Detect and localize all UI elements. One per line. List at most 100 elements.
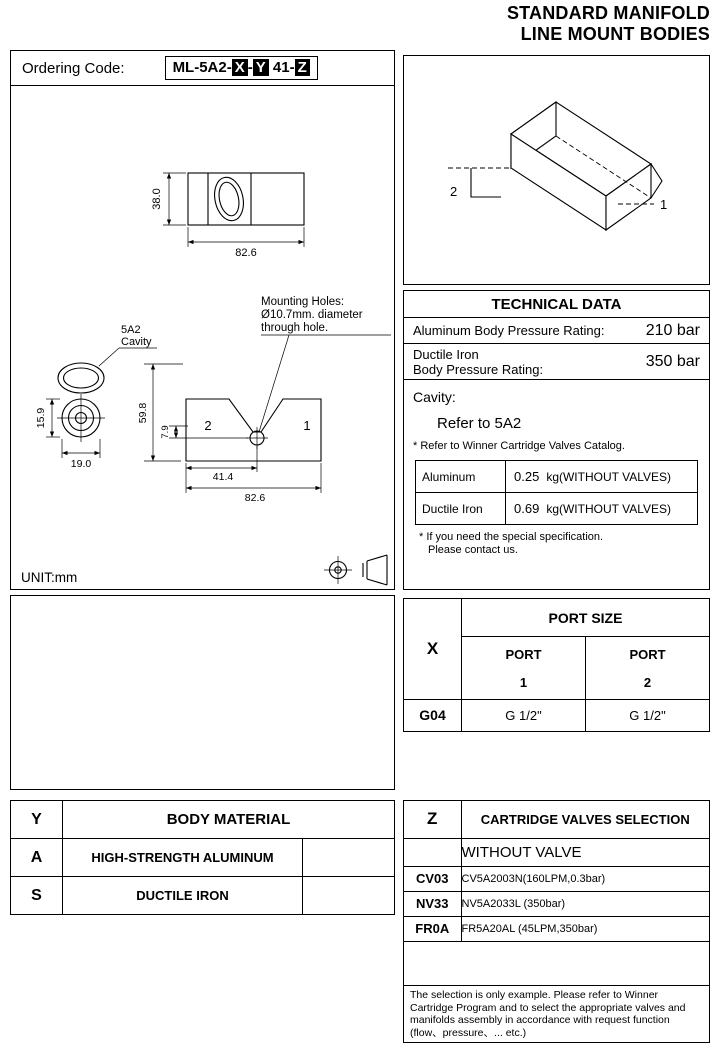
weight-unit: kg(WITHOUT VALVES) xyxy=(546,501,671,516)
weight-number: 0.25 xyxy=(514,469,540,484)
valve-label: NV5A2033L (350bar) xyxy=(461,891,709,917)
side-view-width-dim: 19.0 xyxy=(71,458,92,470)
valve-label: CV5A2003N(160LPM,0.3bar) xyxy=(461,866,709,892)
material-spare-cell xyxy=(302,838,395,877)
table-row: S DUCTILE IRON xyxy=(10,876,395,915)
weight-material: Aluminum xyxy=(416,461,506,492)
front-view: 2 1 59.8 7.9 41.4 82.6 xyxy=(137,363,322,504)
code-prefix: ML-5A2- xyxy=(172,59,232,76)
weight-material: Ductile Iron xyxy=(416,493,506,524)
cavity-callout-line2: Cavity xyxy=(121,336,152,348)
weight-table: Aluminum 0.25 kg(WITHOUT VALVES) Ductile… xyxy=(415,460,698,525)
front-view-hole-x-dim: 41.4 xyxy=(213,471,234,483)
empty-panel xyxy=(10,595,395,790)
ductile-rating-row: Ductile Iron Body Pressure Rating: 350 b… xyxy=(404,344,709,380)
cavity-callout: 5A2 Cavity xyxy=(98,324,157,367)
cartridge-empty-code-cell xyxy=(404,838,462,867)
drawing-panel: Ordering Code: ML-5A2-X-Y 41-Z 38.0 82.6 xyxy=(10,50,395,590)
material-label: DUCTILE IRON xyxy=(62,876,303,915)
table-row: PORT 1 PORT 2 xyxy=(404,636,710,700)
iso-body xyxy=(448,100,663,232)
table-row: X PORT SIZE xyxy=(403,597,710,700)
material-code: A xyxy=(10,838,63,877)
cavity-label: Cavity: xyxy=(413,389,456,405)
page-title-line2: LINE MOUNT BODIES xyxy=(520,24,710,44)
ductile-rating-label-line1: Ductile Iron xyxy=(413,346,479,362)
valve-code: NV33 xyxy=(404,891,462,917)
port-size-title: PORT SIZE xyxy=(461,597,710,638)
valve-code: CV03 xyxy=(404,866,462,892)
table-row: A HIGH-STRENGTH ALUMINUM xyxy=(10,838,395,877)
weight-number: 0.69 xyxy=(514,501,540,516)
dimension-drawing: 38.0 82.6 Mounting Holes: Ø10.7mm. diame… xyxy=(21,172,391,586)
port2-header: PORT 2 xyxy=(585,636,710,700)
aluminum-rating-row: Aluminum Body Pressure Rating: 210 bar xyxy=(404,318,709,344)
port2-header-word: PORT xyxy=(629,646,666,662)
top-view: 38.0 82.6 xyxy=(151,172,305,259)
code-x-token: X xyxy=(231,59,248,76)
ordering-code-label: Ordering Code: xyxy=(22,59,125,77)
cartridge-valves-panel: Z CARTRIDGE VALVES SELECTION WITHOUT VAL… xyxy=(403,800,710,1043)
weight-value: 0.25 kg(WITHOUT VALVES) xyxy=(506,461,679,492)
iso-port2-label: 2 xyxy=(450,184,457,199)
page-title-line1: STANDARD MANIFOLD xyxy=(506,3,710,23)
top-view-width-dim: 82.6 xyxy=(235,247,256,259)
footnote-line2: Please contact us. xyxy=(428,544,518,556)
side-view-height-dim: 15.9 xyxy=(35,408,47,429)
side-view: 15.9 19.0 xyxy=(35,362,105,470)
ordering-code-value: ML-5A2-X-Y 41-Z xyxy=(164,56,318,80)
material-code: S xyxy=(10,876,63,915)
table-row: FR0A FR5A20AL (45LPM,350bar) xyxy=(404,916,709,942)
top-view-height-dim: 38.0 xyxy=(151,188,163,209)
table-row: NV33 NV5A2033L (350bar) xyxy=(404,891,709,917)
table-row: G04 G 1/2" G 1/2" xyxy=(403,698,710,733)
isometric-panel: 2 1 xyxy=(403,55,710,285)
port1-header-num: 1 xyxy=(519,674,528,690)
cavity-section: Cavity: Refer to 5A2 * Refer to Winner C… xyxy=(404,380,709,557)
technical-data-title: TECHNICAL DATA xyxy=(404,291,709,318)
ordering-code-row: Ordering Code: ML-5A2-X-Y 41-Z xyxy=(11,51,394,86)
code-z-token: Z xyxy=(294,59,310,76)
body-material-title: BODY MATERIAL xyxy=(62,800,395,839)
code-mid: 41- xyxy=(268,59,295,76)
ductile-rating-label: Ductile Iron Body Pressure Rating: xyxy=(413,347,543,377)
table-row: Z CARTRIDGE VALVES SELECTION xyxy=(404,801,709,839)
front-view-hole-offset-dim: 7.9 xyxy=(160,425,171,438)
mounting-note-line2: Ø10.7mm. diameter xyxy=(261,309,363,321)
footnote-line1: * If you need the special specification. xyxy=(419,531,604,543)
port2-size-value: G 1/2" xyxy=(585,698,710,733)
port2-header-num: 2 xyxy=(643,674,652,690)
port-size-table: X PORT SIZE PORT 1 PORT 2 G04 G 1/2" G 1… xyxy=(403,597,710,733)
weight-unit: kg(WITHOUT VALVES) xyxy=(546,469,671,484)
body-material-table: Y BODY MATERIAL A HIGH-STRENGTH ALUMINUM… xyxy=(10,800,395,915)
valve-code: FR0A xyxy=(404,916,462,942)
mounting-note-line3: through hole. xyxy=(261,322,328,334)
isometric-drawing: 2 1 xyxy=(448,100,667,232)
valve-label: FR5A20AL (45LPM,350bar) xyxy=(461,916,709,942)
table-row: Aluminum 0.25 kg(WITHOUT VALVES) xyxy=(416,461,697,492)
code-y-token: Y xyxy=(252,59,269,76)
port-size-code-header: X xyxy=(403,598,462,700)
front-view-width-dim: 82.6 xyxy=(245,492,266,504)
port1-header-word: PORT xyxy=(505,646,542,662)
front-view-port1-label: 1 xyxy=(303,418,310,433)
table-row: Y BODY MATERIAL xyxy=(10,800,395,839)
mounting-holes-note: Mounting Holes: Ø10.7mm. diameter throug… xyxy=(258,296,391,433)
port1-size-value: G 1/2" xyxy=(461,698,586,733)
port-size-row-code: G04 xyxy=(403,698,462,733)
material-label: HIGH-STRENGTH ALUMINUM xyxy=(62,838,303,877)
special-spec-footnote: * If you need the special specification.… xyxy=(413,525,700,557)
mounting-note-line1: Mounting Holes: xyxy=(261,296,344,308)
aluminum-rating-label: Aluminum Body Pressure Rating: xyxy=(413,323,605,338)
without-valve-label: WITHOUT VALVE xyxy=(461,838,709,867)
cartridge-code-header: Z xyxy=(404,801,462,839)
unit-label: UNIT:mm xyxy=(21,570,77,585)
table-row: WITHOUT VALVE xyxy=(404,838,709,867)
cavity-value: Refer to 5A2 xyxy=(437,415,522,432)
ductile-rating-label-line2: Body Pressure Rating: xyxy=(413,361,544,377)
iso-port1-label: 1 xyxy=(660,197,667,212)
projection-symbols xyxy=(324,554,388,586)
front-view-height-dim: 59.8 xyxy=(137,403,149,424)
body-material-code-header: Y xyxy=(10,800,63,839)
front-view-port2-label: 2 xyxy=(204,418,211,433)
